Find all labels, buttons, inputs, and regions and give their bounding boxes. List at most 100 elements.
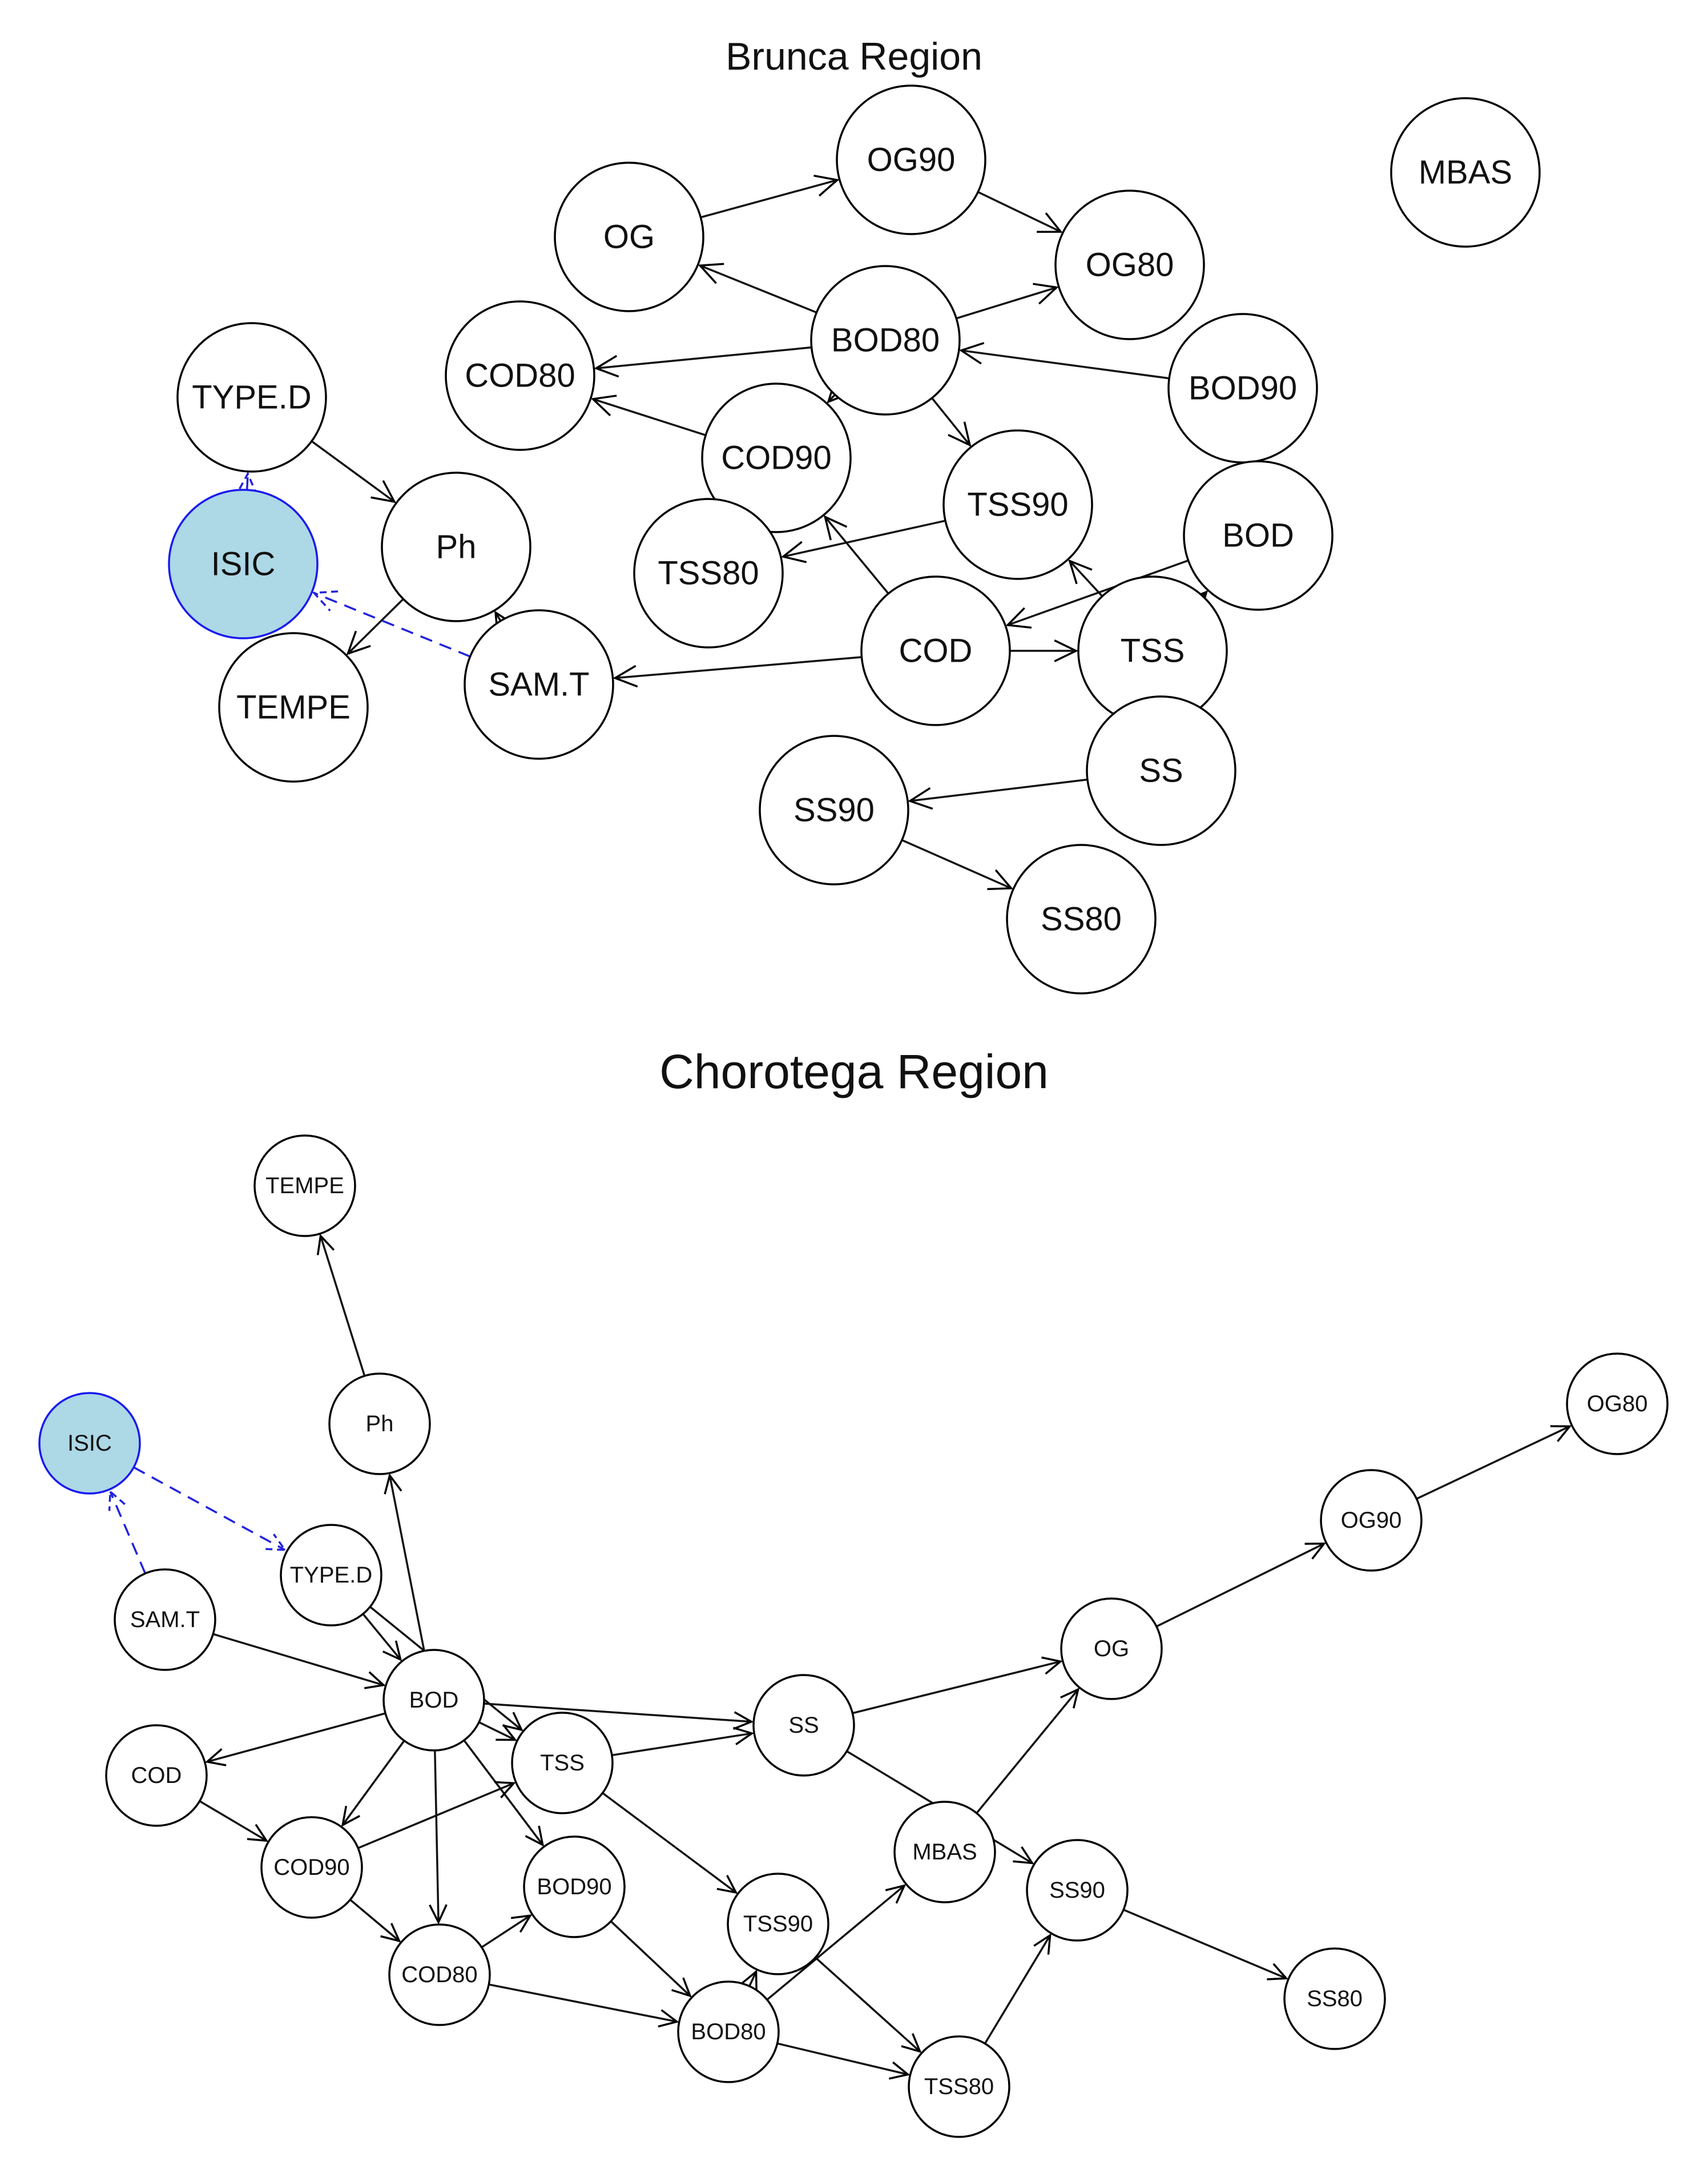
node-ss: SS xyxy=(1086,695,1236,846)
arrowhead-icon xyxy=(1060,1688,1080,1709)
node-cod80: COD80 xyxy=(445,300,595,451)
arrowhead-icon xyxy=(823,515,848,541)
node-label: TEMPE xyxy=(265,1173,344,1198)
edge-cod90-to-cod80 xyxy=(349,1899,401,1943)
node-tempe: TEMPE xyxy=(253,1134,356,1237)
node-label: SAM.T xyxy=(130,1607,200,1632)
node-cod90: COD90 xyxy=(260,1816,363,1919)
node-circle xyxy=(114,1568,216,1671)
node-circle xyxy=(1390,97,1541,248)
arrowhead-icon xyxy=(716,1875,738,1894)
edge-line xyxy=(602,1792,737,1894)
arrowhead-icon xyxy=(1033,1933,1052,1955)
edge-type-d-to-ph xyxy=(311,440,397,504)
arrowhead-icon xyxy=(733,1711,754,1730)
edge-og-to-og90 xyxy=(1156,1542,1327,1628)
node-tempe: TEMPE xyxy=(218,632,369,783)
node-isic: ISIC xyxy=(168,489,319,639)
arrowhead-icon xyxy=(1304,1542,1327,1560)
arrowhead-icon xyxy=(341,1805,361,1827)
node-circle xyxy=(1026,1839,1129,1942)
node-label: TSS80 xyxy=(924,2074,994,2099)
node-label: BOD90 xyxy=(1189,370,1297,407)
edge-ph-to-tempe xyxy=(346,598,404,655)
arrowhead-icon xyxy=(740,1969,758,1991)
edge-line xyxy=(389,1475,425,1651)
edge-bod90-to-bod80 xyxy=(610,1921,692,1998)
node-label: SAM.T xyxy=(488,666,589,703)
arrowhead-icon xyxy=(364,1671,386,1689)
node-circle xyxy=(633,498,784,649)
node-circle xyxy=(860,575,1011,726)
node-circle xyxy=(260,1816,363,1919)
node-circle xyxy=(1060,1597,1163,1700)
chorotega-nodes: TEMPEPhISICOG80OG90TYPE.DSAM.TOGBODSSCOD… xyxy=(38,1134,1669,2138)
edge-line xyxy=(611,1732,752,1757)
edge-line xyxy=(976,1689,1079,1814)
node-circle xyxy=(701,383,852,533)
node-tss80: TSS80 xyxy=(908,2035,1010,2138)
node-label: BOD xyxy=(1222,517,1294,554)
edge-og90-to-og80 xyxy=(977,191,1063,233)
edge-line xyxy=(1069,560,1103,597)
node-circle xyxy=(836,84,986,235)
edge-line xyxy=(783,520,946,558)
node-circle xyxy=(1054,190,1205,340)
edge-og90-to-og80 xyxy=(1416,1425,1572,1500)
node-mbas: MBAS xyxy=(1390,97,1541,248)
arrowhead-icon xyxy=(429,1904,448,1925)
edge-line xyxy=(700,179,838,219)
arrowhead-icon xyxy=(382,1640,402,1662)
node-label: TYPE.D xyxy=(192,379,312,416)
edge-cod80-to-bod90 xyxy=(481,1914,533,1948)
edge-bod80-to-mbas xyxy=(766,1884,907,2001)
node-label: ISIC xyxy=(67,1431,112,1456)
arrowhead-icon xyxy=(235,471,259,497)
edge-ss90-to-ss80 xyxy=(1123,1909,1288,1980)
arrowhead-icon xyxy=(312,590,339,611)
edge-line xyxy=(766,1885,905,2001)
node-circle xyxy=(523,1835,626,1938)
edge-line xyxy=(347,598,404,655)
arrowhead-icon xyxy=(204,1748,227,1766)
arrowhead-icon xyxy=(901,2033,922,2054)
edge-line xyxy=(956,286,1057,320)
arrowhead-icon xyxy=(1037,212,1063,233)
node-mbas: MBAS xyxy=(893,1801,996,1903)
node-label: MBAS xyxy=(912,1839,977,1865)
node-label: SS80 xyxy=(1041,901,1122,938)
node-circle xyxy=(759,735,909,885)
node-label: TSS80 xyxy=(658,555,759,592)
node-cod90: COD90 xyxy=(701,383,852,533)
arrowhead-icon xyxy=(958,342,985,365)
edge-line xyxy=(349,1899,400,1942)
arrowhead-icon xyxy=(380,1923,401,1943)
edge-line xyxy=(610,1921,691,1997)
node-label: TSS90 xyxy=(743,1911,813,1937)
edge-line xyxy=(109,1491,147,1574)
edge-ss-to-ss90 xyxy=(908,778,1088,810)
node-label: SS xyxy=(788,1713,819,1738)
edge-line xyxy=(199,1800,267,1842)
node-bod90: BOD90 xyxy=(1167,313,1318,464)
arrowhead-icon xyxy=(987,869,1014,891)
node-label: BOD90 xyxy=(537,1874,611,1899)
edge-bod80-to-tss90 xyxy=(931,397,972,447)
edge-tss-to-tss90 xyxy=(602,1792,738,1894)
node-og: OG xyxy=(1060,1597,1163,1700)
node-ss90: SS90 xyxy=(1026,1839,1129,1942)
edge-line xyxy=(777,2042,908,2076)
node-label: OG80 xyxy=(1086,247,1174,284)
edge-line xyxy=(1416,1425,1570,1500)
node-circle xyxy=(168,489,319,639)
edge-tss80-to-ss90 xyxy=(984,1933,1052,2044)
edge-line xyxy=(984,1934,1052,2044)
chorotega-region-title: Chorotega Region xyxy=(659,1045,1049,1098)
node-bod: BOD xyxy=(1183,460,1334,611)
node-ss: SS xyxy=(752,1674,855,1777)
node-sam-t: SAM.T xyxy=(464,609,614,760)
node-bod90: BOD90 xyxy=(523,1835,626,1938)
edge-line xyxy=(319,1235,366,1376)
node-cod: COD xyxy=(105,1724,208,1827)
edge-bod80-to-cod80 xyxy=(594,346,812,378)
